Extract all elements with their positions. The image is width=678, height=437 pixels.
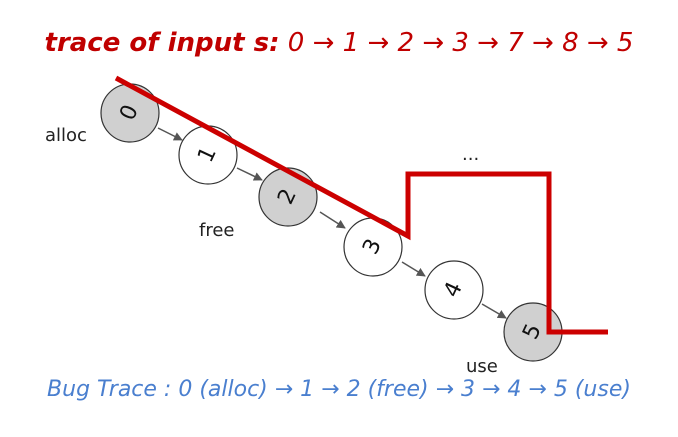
free-label: free	[199, 220, 235, 241]
alloc-label: alloc	[45, 125, 87, 146]
node-0: 0	[100, 83, 160, 143]
edge-2-3	[319, 211, 346, 229]
edge-0-1	[157, 127, 183, 141]
trace-title-label: trace of input s:	[44, 28, 280, 58]
edge-3-4	[401, 261, 426, 277]
use-label: use	[466, 356, 498, 377]
trace-title: trace of input s: 0 → 1 → 2 → 3 → 7 → 8 …	[0, 28, 678, 58]
node-1: 1	[178, 125, 238, 185]
node-3: 3	[343, 217, 403, 277]
ellipsis-label: ...	[462, 144, 479, 165]
edges	[157, 127, 507, 319]
node-2-circle	[258, 167, 318, 227]
trace-title-sequence: 0 → 1 → 2 → 3 → 7 → 8 → 5	[287, 28, 634, 58]
edge-1-2	[236, 167, 263, 181]
node-4-circle	[424, 260, 484, 320]
trace-path	[114, 75, 608, 335]
bug-trace-footer: Bug Trace : 0 (alloc) → 1 → 2 (free) → 3…	[47, 377, 631, 402]
edge-4-5	[481, 303, 507, 319]
node-2: 2	[258, 167, 318, 227]
node-4: 4	[424, 260, 484, 320]
